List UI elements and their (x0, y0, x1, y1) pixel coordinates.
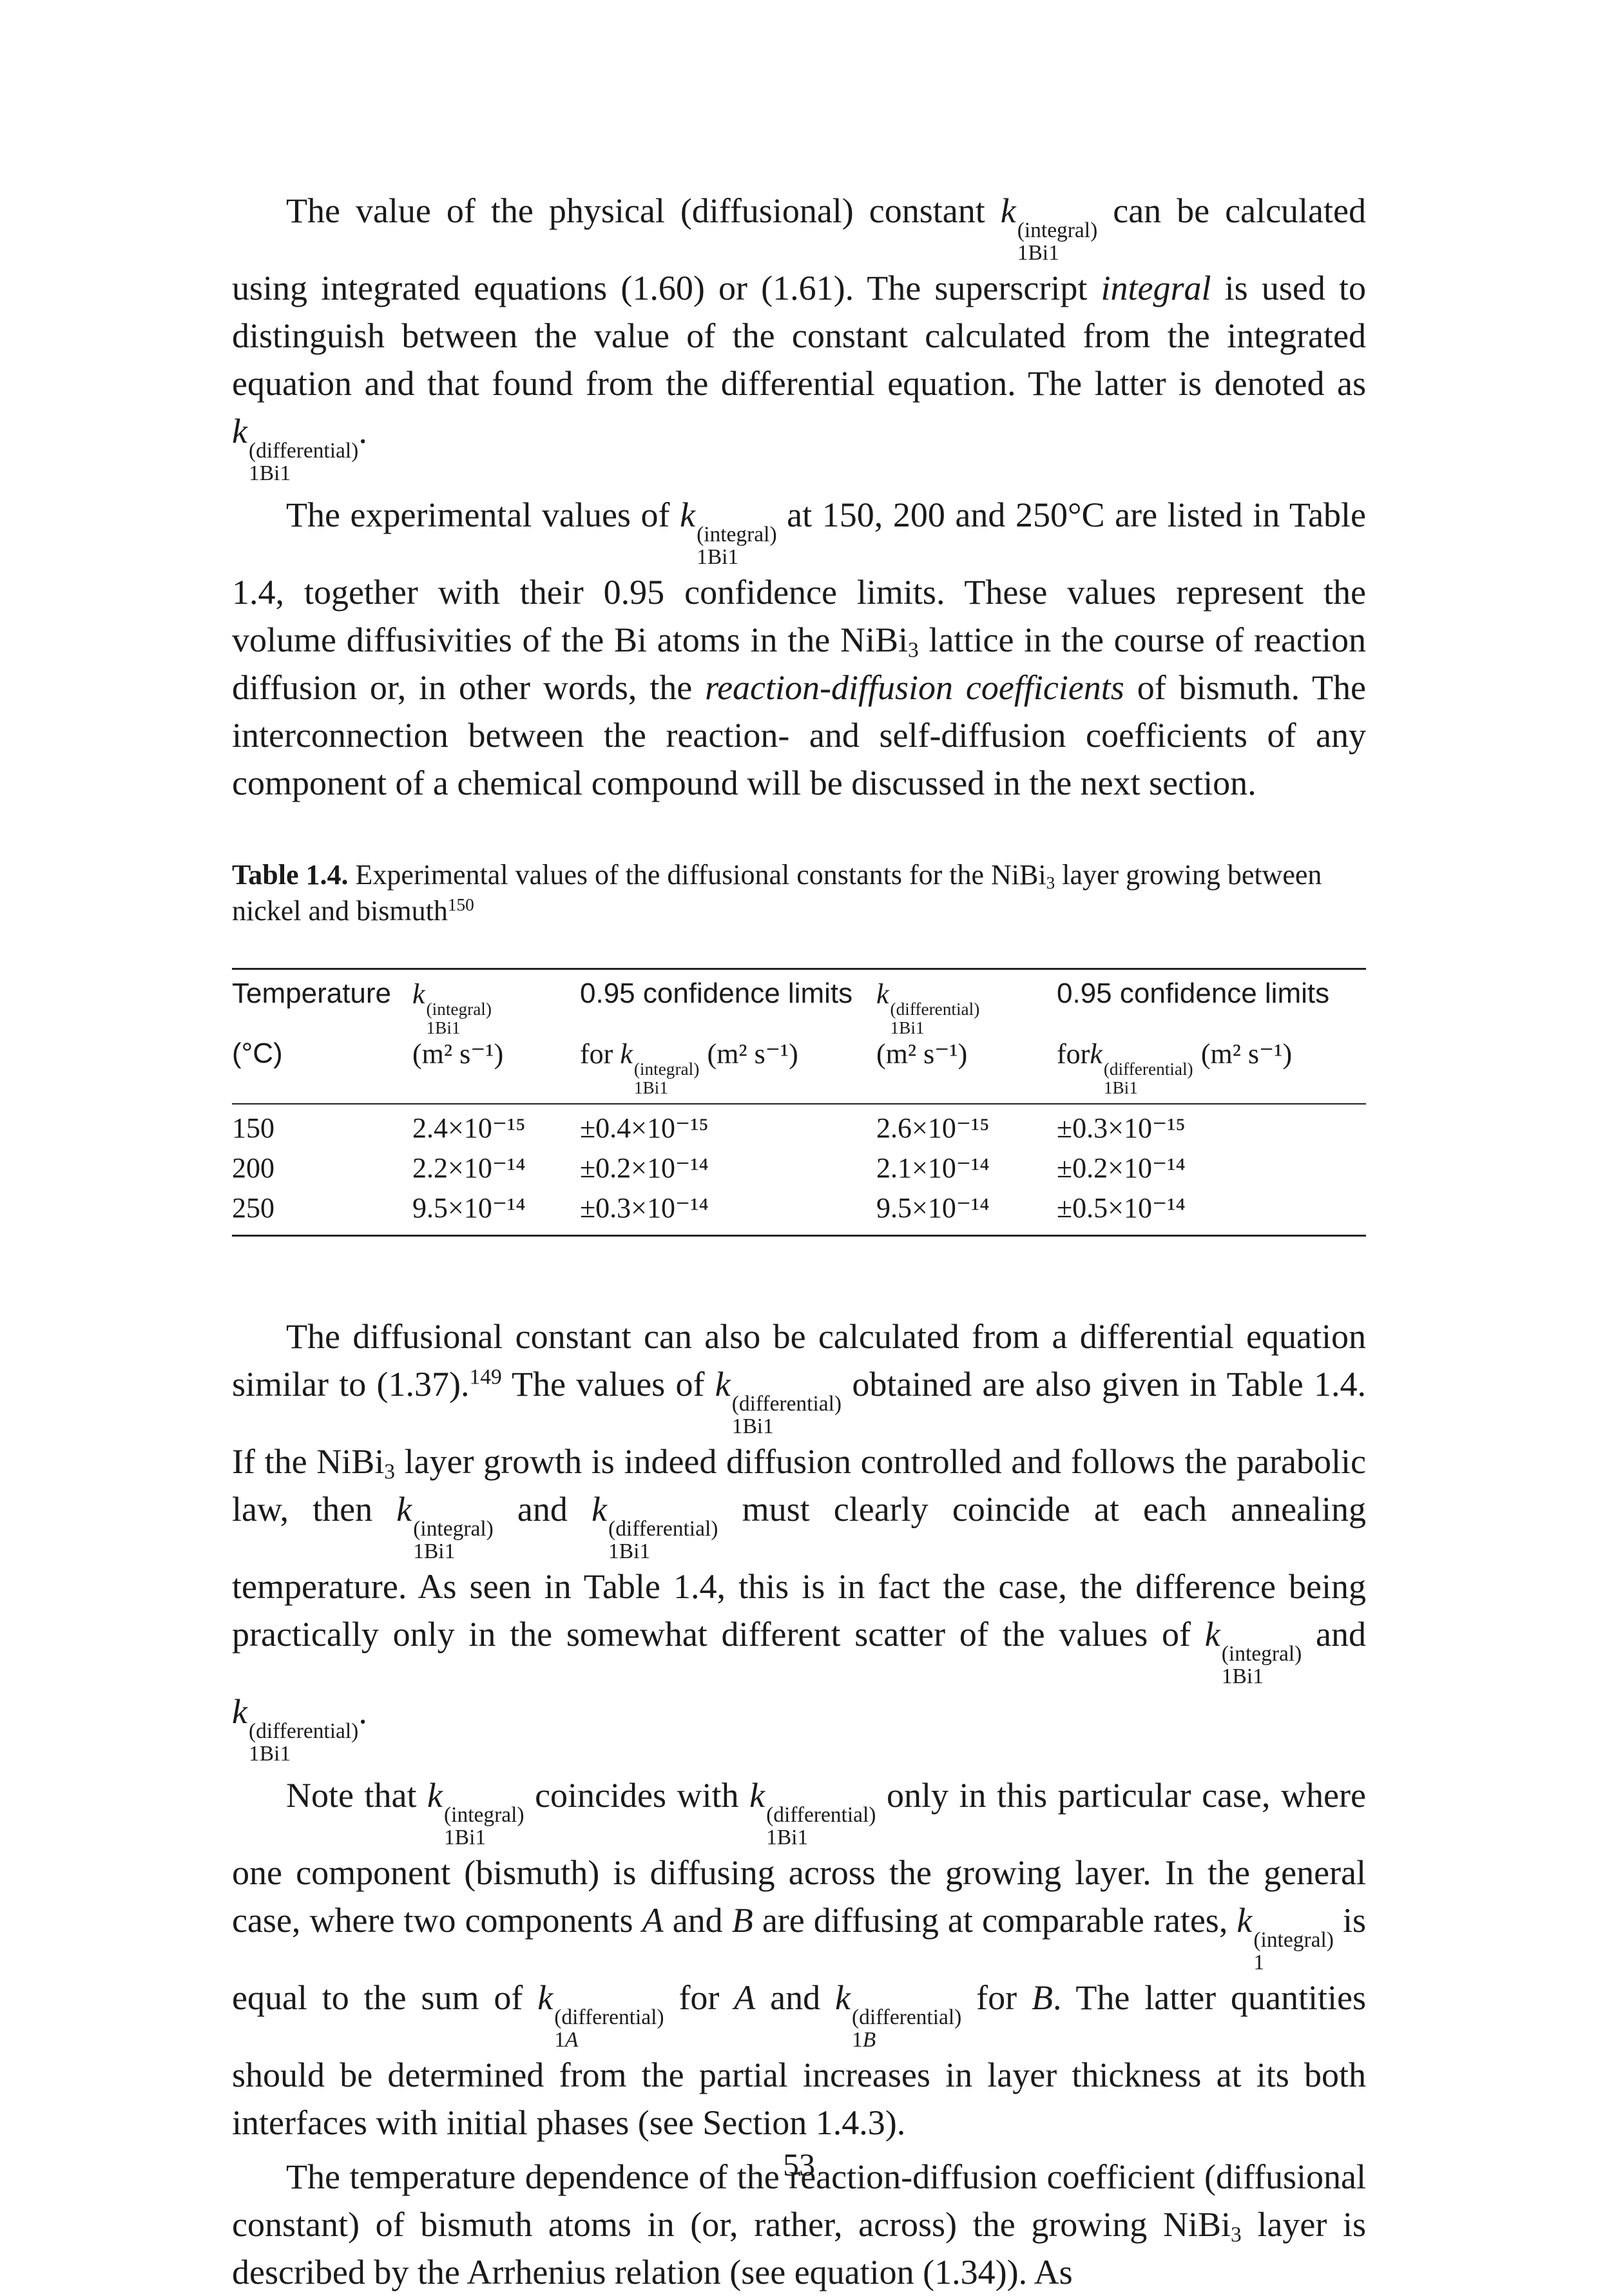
column-header-k-differential: k(differential)1Bi1 (876, 967, 1057, 1037)
symbol-k-integral-1bi1: k(integral)1Bi1 (1000, 191, 1098, 265)
text: and (493, 1490, 592, 1529)
text: are diffusing at comparable rates, (753, 1901, 1237, 1940)
column-header-temperature: Temperature (232, 967, 412, 1037)
column-header-conf-integral: 0.95 confidence limits (580, 967, 876, 1037)
paragraph-2: The experimental values of k(integral)1B… (232, 491, 1366, 807)
cell-conf-integral: ±0.3×10⁻¹⁴ (580, 1188, 876, 1237)
symbol-k-differential-1bi1: k(differential)1Bi1 (232, 1692, 359, 1766)
cell-k-integral: 2.2×10⁻¹⁴ (412, 1152, 526, 1184)
variable-a: A (642, 1901, 664, 1940)
cell-k-integral: 9.5×10⁻¹⁴ (412, 1188, 580, 1237)
column-header-unit-temperature: (°C) (232, 1037, 412, 1105)
cell-temperature: 150 (232, 1112, 274, 1144)
symbol-k-integral-1bi1: k(integral)1Bi1 (1204, 1615, 1302, 1689)
symbol-k-differential-1bi1: k(differential)1Bi1 (749, 1776, 876, 1850)
cell-temperature: 200 (232, 1152, 274, 1184)
reference-superscript: 150 (447, 894, 474, 914)
text: is used to distinguish between the value… (232, 268, 1366, 403)
text: coincides with (524, 1776, 750, 1815)
cell-conf-differential: ±0.2×10⁻¹⁴ (1057, 1152, 1186, 1184)
cell-k-differential: 9.5×10⁻¹⁴ (876, 1188, 1057, 1237)
subscript: 3 (384, 1460, 395, 1484)
text: of bismuth. The interconnection between … (232, 668, 1366, 802)
cell-conf-differential: ±0.5×10⁻¹⁴ (1057, 1188, 1366, 1237)
cell-conf-integral: ±0.2×10⁻¹⁴ (580, 1152, 709, 1184)
subscript: 3 (908, 638, 919, 662)
text: . (358, 411, 367, 450)
symbol-k-differential-1a: k(differential)1A (537, 1978, 664, 2052)
variable-a: A (734, 1978, 756, 2018)
text: The experimental values of (286, 495, 680, 534)
cell-k-differential: 2.6×10⁻¹⁵ (876, 1112, 990, 1144)
paragraph-3: The diffusional constant can also be cal… (232, 1313, 1366, 1765)
column-header-conf-differential: 0.95 confidence limits (1057, 967, 1366, 1037)
text: only in this particular case, where one … (232, 1776, 1366, 1940)
symbol-k-differential-1bi1: k(differential)1Bi1 (715, 1365, 842, 1439)
reference-superscript: 149 (469, 1365, 502, 1390)
text: and (663, 1901, 732, 1940)
column-header-unit: (m² s⁻¹) (412, 1037, 580, 1105)
table-row: 150 2.4×10⁻¹⁵ ±0.4×10⁻¹⁵ 2.6×10⁻¹⁵ ±0.3×… (232, 1104, 1366, 1148)
table-header-row: (°C) (m² s⁻¹) for k(integral)1Bi1 (m² s⁻… (232, 1037, 1366, 1105)
text: The temperature dependence of the reacti… (232, 2157, 1366, 2244)
data-table: Temperature k(integral)1Bi1 0.95 confide… (232, 967, 1366, 1237)
emphasis-text: reaction-diffusion coefficients (705, 668, 1124, 707)
table-header-row: Temperature k(integral)1Bi1 0.95 confide… (232, 967, 1366, 1037)
text: Experimental values of the diffusional c… (348, 858, 1046, 891)
text: and (755, 1978, 835, 2018)
table-row: 200 2.2×10⁻¹⁴ ±0.2×10⁻¹⁴ 2.1×10⁻¹⁴ ±0.2×… (232, 1148, 1366, 1188)
cell-conf-differential: ±0.3×10⁻¹⁵ (1057, 1112, 1186, 1144)
text: at 150, 200 and 250°C are listed in Tabl… (232, 495, 1367, 659)
symbol-k-differential-1b: k(differential)1B (834, 1978, 962, 2052)
page-number: 53 (783, 2146, 815, 2183)
cell-k-differential: 2.1×10⁻¹⁴ (876, 1152, 990, 1184)
symbol-k-differential-1bi1: k(differential)1Bi1 (592, 1490, 718, 1564)
text: layer growth is indeed diffusion control… (232, 1442, 1366, 1529)
cell-temperature: 250 (232, 1188, 412, 1237)
subscript: 3 (1230, 2223, 1242, 2247)
emphasis-text: integral (1101, 268, 1211, 307)
text: for (664, 1978, 735, 2018)
text: . (358, 1692, 367, 1732)
text: layer growing between nickel and bismuth (232, 858, 1322, 927)
column-header-unit: (m² s⁻¹) (876, 1037, 1057, 1105)
symbol-k-differential-1bi1: k(differential)1Bi1 (232, 411, 359, 485)
column-header-for-differential: fork(differential)1Bi1 (m² s⁻¹) (1057, 1037, 1366, 1105)
page-body: The value of the physical (diffusional) … (232, 187, 1366, 2296)
text: obtained are also given in Table 1.4. If… (232, 1365, 1366, 1481)
symbol-k-integral-1bi1: k(integral)1Bi1 (427, 1776, 525, 1850)
text: Note that (286, 1776, 428, 1815)
table-row: 250 9.5×10⁻¹⁴ ±0.3×10⁻¹⁴ 9.5×10⁻¹⁴ ±0.5×… (232, 1188, 1366, 1237)
text: The value of the physical (diffusional) … (286, 191, 1001, 230)
table-caption: Table 1.4. Experimental values of the di… (232, 857, 1366, 929)
cell-conf-integral: ±0.4×10⁻¹⁵ (580, 1112, 709, 1144)
text: lattice in the course of reaction diffus… (232, 620, 1366, 707)
subscript: 3 (1046, 873, 1055, 892)
symbol-k-integral-1bi1: k(integral)1Bi1 (680, 495, 777, 569)
caption-label: Table 1.4. (232, 858, 349, 891)
paragraph-4: Note that k(integral)1Bi1 coincides with… (232, 1771, 1366, 2146)
paragraph-1: The value of the physical (diffusional) … (232, 187, 1366, 485)
symbol-k-integral-1: k(integral)1 (1237, 1901, 1334, 1975)
text: for (961, 1978, 1032, 2018)
symbol-k-integral-1bi1: k(integral)1Bi1 (396, 1490, 494, 1564)
variable-b: B (1032, 1978, 1054, 2018)
text: can be calculated using integrated equat… (232, 191, 1366, 307)
text: The values of (501, 1365, 715, 1404)
text: is equal to the sum of (232, 1901, 1366, 2018)
text: . The latter quantities should be determ… (232, 1978, 1366, 2143)
variable-b: B (731, 1901, 753, 1940)
text: and (1302, 1615, 1367, 1654)
cell-k-integral: 2.4×10⁻¹⁵ (412, 1112, 526, 1144)
column-header-for-integral: for k(integral)1Bi1 (m² s⁻¹) (580, 1037, 876, 1105)
text: must clearly coincide at each annealing … (232, 1490, 1367, 1654)
text: The diffusional constant can also be cal… (232, 1317, 1366, 1404)
column-header-k-integral: k(integral)1Bi1 (412, 967, 580, 1037)
